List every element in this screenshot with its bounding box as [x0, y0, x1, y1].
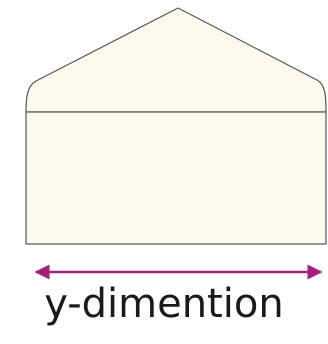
- envelope-body: [25, 111, 327, 245]
- dimension-label: y-dimention: [44, 281, 284, 327]
- envelope-flap: [25, 7, 327, 113]
